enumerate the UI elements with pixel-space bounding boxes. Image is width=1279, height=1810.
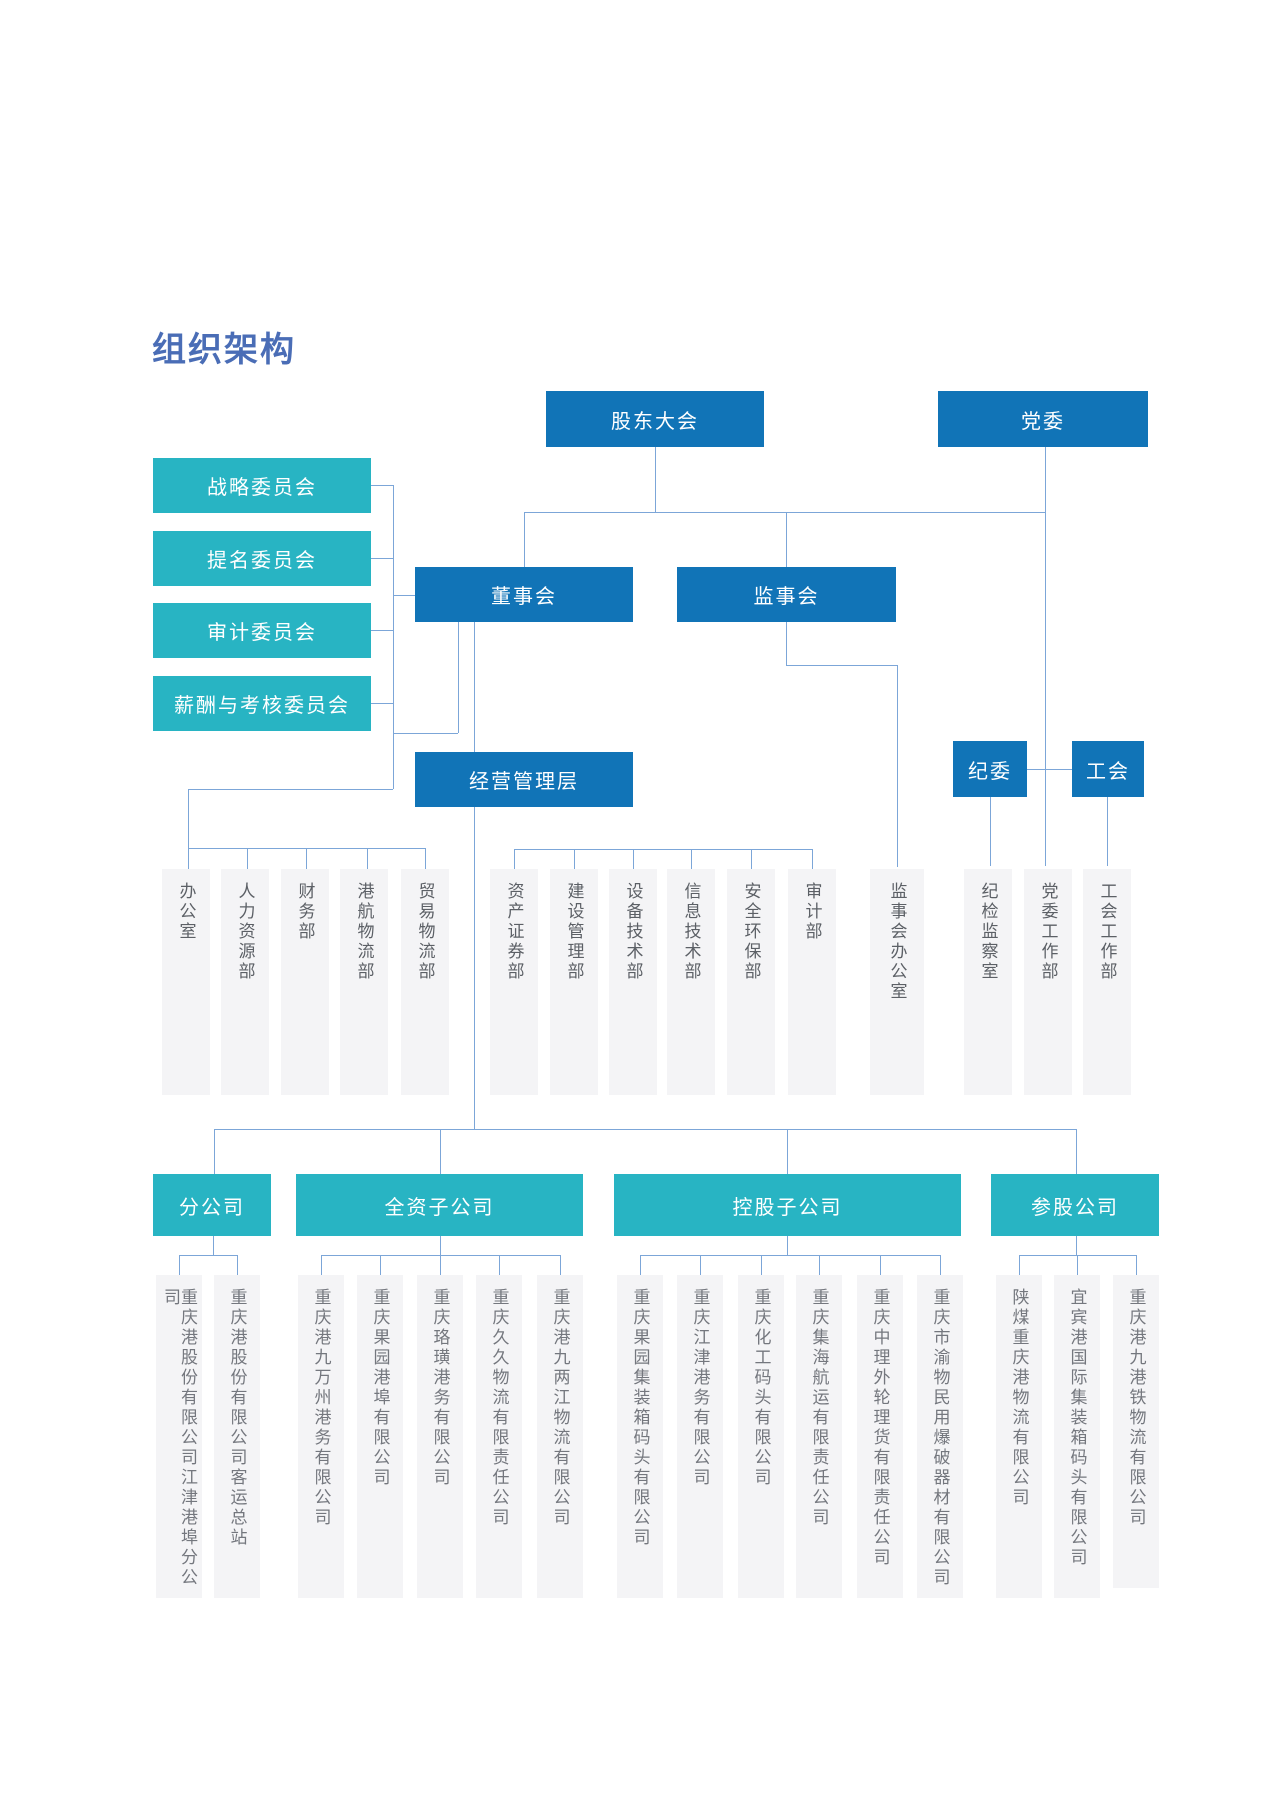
- node-party-committee: 党委: [938, 391, 1148, 447]
- company-zhongli-tally: 重庆中理外轮理货有限责任公司: [857, 1275, 903, 1598]
- company-yibin-container-terminal: 宜宾港国际集装箱码头有限公司: [1054, 1275, 1100, 1598]
- node-labor-union: 工会: [1072, 741, 1144, 797]
- dept-human-resources: 人力资源部: [221, 869, 269, 1095]
- dept-trade-logistics: 贸易物流部: [401, 869, 449, 1095]
- company-jihai-shipping: 重庆集海航运有限责任公司: [796, 1275, 842, 1598]
- node-supervisory-board: 监事会: [677, 567, 896, 622]
- company-liangjiang-logistics: 重庆港九两江物流有限公司: [537, 1275, 583, 1598]
- dept-port-shipping-logistics: 港航物流部: [340, 869, 388, 1095]
- dept-general-office: 办公室: [162, 869, 210, 1095]
- company-gangtie-logistics: 重庆港九港铁物流有限公司: [1113, 1275, 1159, 1588]
- dept-party-committee-work: 党委工作部: [1024, 869, 1072, 1095]
- dept-equipment-technology: 设备技术部: [609, 869, 657, 1095]
- node-strategy-committee: 战略委员会: [153, 458, 371, 513]
- dept-asset-securities: 资产证券部: [490, 869, 538, 1095]
- company-guoyuan-container-terminal: 重庆果园集装箱码头有限公司: [617, 1275, 663, 1598]
- company-jiangjin-port: 重庆江津港务有限公司: [677, 1275, 723, 1598]
- page-title: 组织架构: [152, 331, 296, 369]
- node-discipline-committee: 纪委: [953, 741, 1027, 797]
- node-management-layer: 经营管理层: [415, 752, 633, 807]
- dept-finance: 财务部: [281, 869, 329, 1095]
- dept-construction-management: 建设管理部: [550, 869, 598, 1095]
- dept-union-work: 工会工作部: [1083, 869, 1131, 1095]
- node-audit-committee: 审计委员会: [153, 603, 371, 658]
- company-chemical-terminal: 重庆化工码头有限公司: [738, 1275, 784, 1598]
- dept-safety-environment: 安全环保部: [727, 869, 775, 1095]
- company-luohuang-port: 重庆珞璜港务有限公司: [417, 1275, 463, 1598]
- group-branch-companies: 分公司: [153, 1174, 271, 1236]
- node-nomination-committee: 提名委员会: [153, 531, 371, 586]
- company-shanmei-logistics: 陕煤重庆港物流有限公司: [996, 1275, 1042, 1598]
- group-wholly-owned-subsidiaries: 全资子公司: [296, 1174, 583, 1236]
- group-holding-subsidiaries: 控股子公司: [614, 1174, 961, 1236]
- company-jiujiu-logistics: 重庆久久物流有限责任公司: [476, 1275, 522, 1598]
- dept-supervisory-board-office: 监事会办公室: [870, 869, 924, 1095]
- company-wanzhou-port: 重庆港九万州港务有限公司: [298, 1275, 344, 1598]
- company-guoyuan-port: 重庆果园港埠有限公司: [357, 1275, 403, 1598]
- company-passenger-terminal: 重庆港股份有限公司客运总站: [214, 1275, 260, 1598]
- dept-discipline-inspection-office: 纪检监察室: [964, 869, 1012, 1095]
- node-remuneration-committee: 薪酬与考核委员会: [153, 676, 371, 731]
- group-invested-companies: 参股公司: [991, 1174, 1159, 1236]
- node-board-of-directors: 董事会: [415, 567, 633, 622]
- node-shareholders-meeting: 股东大会: [546, 391, 764, 447]
- company-jiangjin-port-branch: 重庆港股份有限公司江津港埠分公司: [156, 1275, 202, 1598]
- dept-information-technology: 信息技术部: [667, 869, 715, 1095]
- dept-audit: 审计部: [788, 869, 836, 1095]
- company-yuwu-blasting-materials: 重庆市渝物民用爆破器材有限公司: [917, 1275, 963, 1598]
